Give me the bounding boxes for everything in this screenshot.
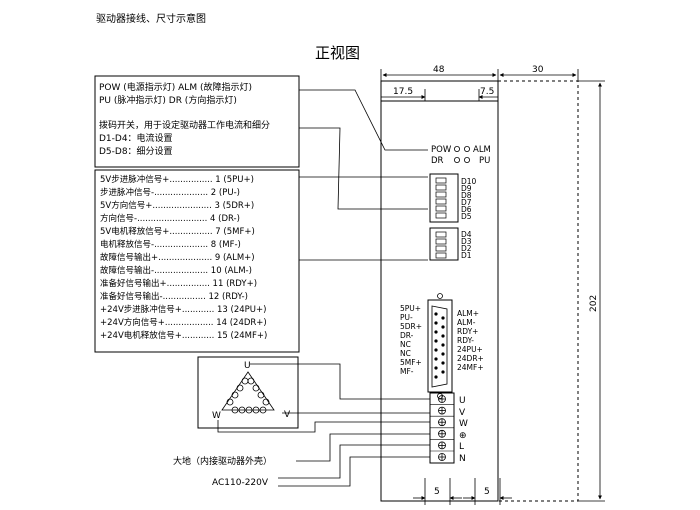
signal-row: 5V方向信号+...................... 3 (5DR+) (100, 200, 254, 211)
dip-switch-upper (429, 173, 459, 223)
pin-label: 24MF+ (457, 363, 484, 372)
signal-row: 准备好信号输出+................ 11 (RDY+) (100, 278, 257, 289)
terminal-label: V (459, 408, 466, 418)
signal-row: 故障信号输出+.................... 9 (ALM+) (100, 252, 255, 263)
signals-box (94, 169, 300, 353)
pin-label: PU- (400, 313, 413, 322)
dim-width: 48 (433, 65, 445, 75)
dim-height: 202 (589, 295, 599, 312)
led-label-dr: DR (431, 156, 444, 166)
pin-label: NC (400, 349, 411, 358)
pin-label: RDY- (457, 336, 474, 345)
dip-label: D3 (461, 237, 472, 246)
pin-label: NC (400, 340, 411, 349)
dip-label: D7 (461, 198, 472, 207)
driver-body (380, 80, 499, 502)
note-line-4: D1-D4：电流设置 (99, 132, 173, 144)
signal-row: 方向信号-.......................... 4 (DR-) (100, 213, 240, 224)
pin-label: 5DR+ (400, 322, 422, 331)
signal-row: 5V电机释放信号+................ 7 (5MF+) (100, 226, 255, 237)
led-dr (453, 156, 460, 163)
note-line-3: 拨码开关，用于设定驱动器工作电流和细分 (99, 119, 270, 131)
connector-right-labels: ALM+ ALM- RDY+ RDY- 24PU+ 24DR+ 24MF+ (457, 309, 484, 372)
dip-label: D6 (461, 205, 472, 214)
terminal-block: U V W ⊕ L N (429, 392, 468, 464)
signal-row: +24V电机释放信号+............ 15 (24MF+) (100, 330, 267, 341)
dim-side: 30 (532, 65, 544, 75)
led-label-pow: POW (431, 145, 452, 155)
power-label: AC110-220V (212, 478, 269, 488)
signal-row: 步进脉冲信号-.................... 2 (PU-) (100, 187, 240, 198)
dimension-top: 48 30 17.5 7.5 (380, 65, 579, 101)
terminal-label: L (459, 442, 464, 452)
led-label-pu: PU (479, 156, 490, 166)
signal-row: 5V步进脉冲信号+................ 1 (5PU+) (100, 174, 254, 185)
led-panel: POW ALM DR PU (431, 145, 491, 166)
note-line-5: D5-D8：细分设置 (99, 145, 173, 157)
led-pu (463, 156, 470, 163)
connector-left-labels: 5PU+ PU- 5DR+ DR- NC NC 5MF+ MF- (400, 304, 422, 376)
led-label-alm: ALM (473, 145, 491, 155)
terminal-label: ⊕ (459, 431, 467, 441)
dip-label: D9 (461, 184, 472, 193)
page-caption: 驱动器接线、尺寸示意图 (96, 12, 206, 25)
pin-label: 24PU+ (457, 345, 483, 354)
led-pow (453, 145, 460, 152)
dim-left-inset: 17.5 (393, 87, 413, 97)
pin-label: DR- (400, 331, 414, 340)
view-title: 正视图 (315, 44, 360, 62)
pin-label: 24DR+ (457, 354, 484, 363)
signal-row: 准备好信号输出-................ 12 (RDY-) (100, 291, 248, 302)
notes-box (94, 75, 300, 168)
pin-label: ALM- (457, 318, 476, 327)
motor-label-u: U (244, 361, 251, 371)
dip-label: D1 (461, 251, 472, 260)
motor-box (197, 356, 299, 429)
note-line-1: POW (电源指示灯) ALM (故障指示灯) (99, 81, 252, 93)
dimension-feet: 5 5 (413, 478, 512, 505)
db15-connector (427, 293, 453, 399)
led-alm (463, 145, 470, 152)
terminal-label: W (459, 419, 468, 429)
dim-foot-left: 5 (434, 487, 440, 497)
signal-wires (299, 176, 428, 261)
heatsink-outline (497, 80, 579, 502)
note-leaders (299, 89, 428, 210)
dip-switch-lower (429, 227, 459, 261)
pin-label: RDY+ (457, 327, 478, 336)
pin-label: 5MF+ (400, 358, 422, 367)
motor-wires (217, 363, 430, 433)
pin-label: MF- (400, 367, 414, 376)
signal-list: 5V步进脉冲信号+................ 1 (5PU+) 步进脉冲信… (100, 174, 267, 341)
dip-label: D2 (461, 244, 472, 253)
power-wires (278, 433, 430, 487)
motor-label-w: W (212, 411, 221, 421)
pin-label: 5PU+ (400, 304, 421, 313)
motor-label-v: V (284, 410, 291, 420)
motor-windings (221, 371, 275, 414)
note-line-2: PU (脉冲指示灯) DR (方向指示灯) (99, 94, 237, 106)
dip-label: D4 (461, 230, 472, 239)
terminal-label: U (459, 396, 466, 406)
dip-label: D8 (461, 191, 472, 200)
ground-label: 大地（内接驱动器外壳） (173, 455, 272, 467)
pin-label: ALM+ (457, 309, 479, 318)
dip-switch-block: D10 D9 D8 D7 D6 D5 D4 D3 D2 D1 (429, 173, 477, 261)
dim-right-inset: 7.5 (480, 87, 494, 97)
signal-row: 故障信号输出-.................... 10 (ALM-) (100, 265, 252, 276)
terminal-label: N (459, 454, 466, 464)
signal-row: +24V步进脉冲信号+............ 13 (24PU+) (100, 304, 266, 315)
dip-label: D5 (461, 212, 472, 221)
signal-row: 电机释放信号-.................... 8 (MF-) (100, 239, 241, 250)
signal-row: +24V方向信号+.................. 14 (24DR+) (100, 317, 267, 328)
dimension-height: 202 (578, 80, 605, 502)
dim-foot-right: 5 (484, 487, 490, 497)
dip-label: D10 (461, 177, 477, 186)
